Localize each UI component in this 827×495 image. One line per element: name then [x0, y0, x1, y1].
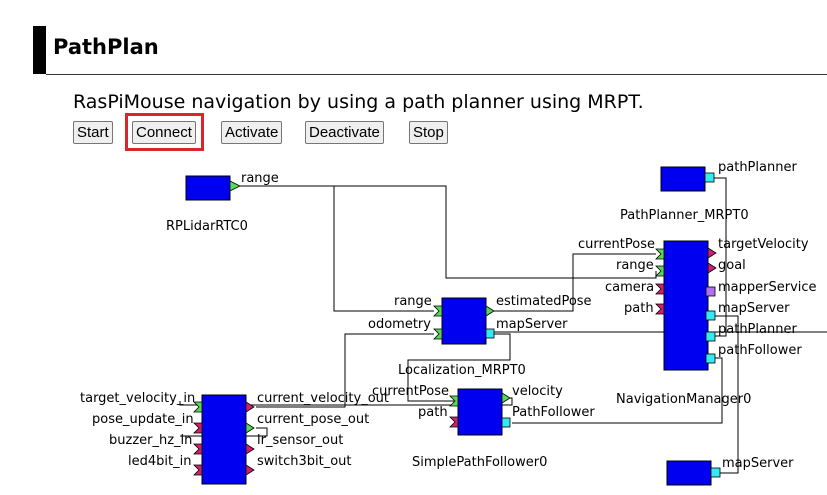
navigation-currentpose-port[interactable] — [655, 248, 665, 260]
component-navigation[interactable]: currentPose range camera path targetVelo… — [578, 237, 817, 407]
raspimouse-pose-update-label: pose_update_in — [92, 412, 194, 427]
section-marker — [33, 26, 46, 74]
component-mapserver[interactable]: mapServer — [666, 456, 794, 486]
rplidar-block[interactable] — [185, 175, 231, 201]
stop-button[interactable]: Stop — [409, 121, 448, 144]
page-title: PathPlan — [53, 35, 159, 59]
raspimouse-led-label: led4bit_in — [128, 454, 191, 469]
mapserver-service-port[interactable] — [710, 467, 721, 478]
pathfollower-currentpose-label: currentPose — [372, 384, 449, 399]
raspimouse-led-port[interactable] — [193, 464, 203, 476]
wire-odometry — [256, 333, 434, 408]
raspimouse-pose-update-port[interactable] — [193, 422, 203, 434]
pathplanner-block[interactable] — [660, 166, 706, 192]
raspimouse-buzzer-label: buzzer_hz_in — [109, 433, 192, 448]
mapserver-port-label: mapServer — [722, 456, 794, 471]
component-raspimouse[interactable]: target_velocity_in pose_update_in buzzer… — [80, 391, 389, 485]
navigation-pathplanner-port[interactable] — [705, 331, 716, 342]
raspimouse-pose-out-port[interactable] — [245, 422, 255, 434]
navigation-mapperservice-port[interactable] — [705, 286, 716, 297]
localization-estimatedpose-port[interactable] — [485, 305, 495, 317]
deactivate-button[interactable]: Deactivate — [305, 121, 384, 144]
raspimouse-velocity-out-label: current_velocity_out — [257, 391, 389, 406]
rplidar-name: RPLidarRTC0 — [166, 219, 248, 234]
navigation-mapserver-port[interactable] — [705, 310, 716, 321]
connect-highlight-box — [125, 113, 204, 151]
localization-block[interactable] — [441, 297, 487, 345]
raspimouse-switch-label: switch3bit_out — [257, 454, 352, 469]
raspimouse-target-velocity-label: target_velocity_in — [80, 391, 195, 406]
navigation-name: NavigationManager0 — [616, 392, 751, 407]
wire-range-to-navigation — [334, 185, 657, 279]
localization-odometry-port[interactable] — [433, 328, 443, 340]
component-pathfollower[interactable]: currentPose path velocity PathFollower S… — [372, 384, 595, 470]
pathfollower-path-label: path — [418, 405, 448, 420]
pathfollower-name: SimplePathFollower0 — [412, 455, 547, 470]
navigation-goal-label: goal — [718, 258, 746, 273]
navigation-targetvelocity-port[interactable] — [707, 247, 717, 259]
raspimouse-pose-out-label: current_pose_out — [257, 412, 369, 427]
raspimouse-velocity-out-port[interactable] — [245, 401, 255, 413]
localization-range-port[interactable] — [433, 305, 443, 317]
navigation-range-port[interactable] — [655, 265, 665, 277]
page-description: RasPiMouse navigation by using a path pl… — [73, 91, 644, 113]
localization-odometry-label: odometry — [368, 317, 431, 332]
pathfollower-pathfollower-label: PathFollower — [512, 405, 595, 420]
rplidar-range-port[interactable] — [229, 180, 241, 192]
wire-pathplanner — [714, 177, 727, 337]
pathplanner-port-label: pathPlanner — [718, 160, 797, 175]
navigation-path-port[interactable] — [655, 303, 665, 315]
pathfollower-velocity-port[interactable] — [501, 392, 511, 404]
navigation-block[interactable] — [663, 240, 709, 371]
raspimouse-ir-label: ir_sensor_out — [257, 433, 343, 448]
localization-mapserver-label: mapServer — [496, 317, 568, 332]
pathfollower-pathfollower-port[interactable] — [501, 417, 511, 428]
navigation-pathfollower-port[interactable] — [705, 353, 716, 364]
navigation-range-label: range — [616, 258, 654, 273]
navigation-mapperservice-label: mapperService — [718, 280, 817, 295]
navigation-pathfollower-label: pathFollower — [718, 343, 802, 358]
raspimouse-buzzer-port[interactable] — [193, 443, 203, 455]
pathfollower-velocity-label: velocity — [512, 384, 563, 399]
navigation-mapserver-label: mapServer — [718, 301, 790, 316]
wire-mapserver-local — [407, 333, 511, 402]
component-localization[interactable]: range odometry estimatedPose mapServer L… — [368, 294, 592, 378]
start-button[interactable]: Start — [73, 121, 113, 144]
wire-pathfollower — [512, 357, 723, 424]
pathfollower-currentpose-port[interactable] — [449, 395, 459, 407]
pathfollower-block[interactable] — [457, 388, 503, 436]
localization-mapserver-port[interactable] — [485, 328, 495, 339]
navigation-camera-label: camera — [605, 280, 654, 295]
raspimouse-block[interactable] — [201, 394, 247, 485]
wire-range-to-localization — [240, 185, 434, 312]
navigation-path-label: path — [624, 301, 654, 316]
raspimouse-target-velocity-port[interactable] — [193, 401, 203, 413]
mapserver-block[interactable] — [666, 460, 712, 486]
pathplanner-service-port[interactable] — [704, 172, 715, 183]
component-rplidar[interactable]: range RPLidarRTC0 — [166, 171, 279, 234]
component-pathplanner[interactable]: pathPlanner PathPlanner_MRPT0 — [620, 160, 797, 223]
pathfollower-path-port[interactable] — [449, 416, 459, 428]
localization-range-label: range — [394, 294, 432, 309]
rplidar-range-label: range — [241, 171, 279, 186]
wire-pose-to-navigation — [494, 253, 656, 312]
navigation-goal-port[interactable] — [707, 262, 717, 274]
localization-name: Localization_MRPT0 — [398, 363, 526, 378]
connect-button[interactable]: Connect — [132, 121, 196, 144]
navigation-pathplanner-label: pathPlanner — [718, 322, 797, 337]
localization-estimatedpose-label: estimatedPose — [496, 294, 592, 309]
title-divider — [46, 74, 827, 75]
activate-button[interactable]: Activate — [221, 121, 283, 144]
raspimouse-ir-port[interactable] — [245, 443, 255, 455]
wire-mapserver-main — [714, 315, 739, 474]
navigation-camera-port[interactable] — [655, 283, 665, 295]
navigation-currentpose-label: currentPose — [578, 237, 655, 252]
raspimouse-switch-port[interactable] — [245, 464, 255, 476]
pathplanner-name: PathPlanner_MRPT0 — [620, 208, 749, 223]
navigation-targetvelocity-label: targetVelocity — [718, 237, 809, 252]
